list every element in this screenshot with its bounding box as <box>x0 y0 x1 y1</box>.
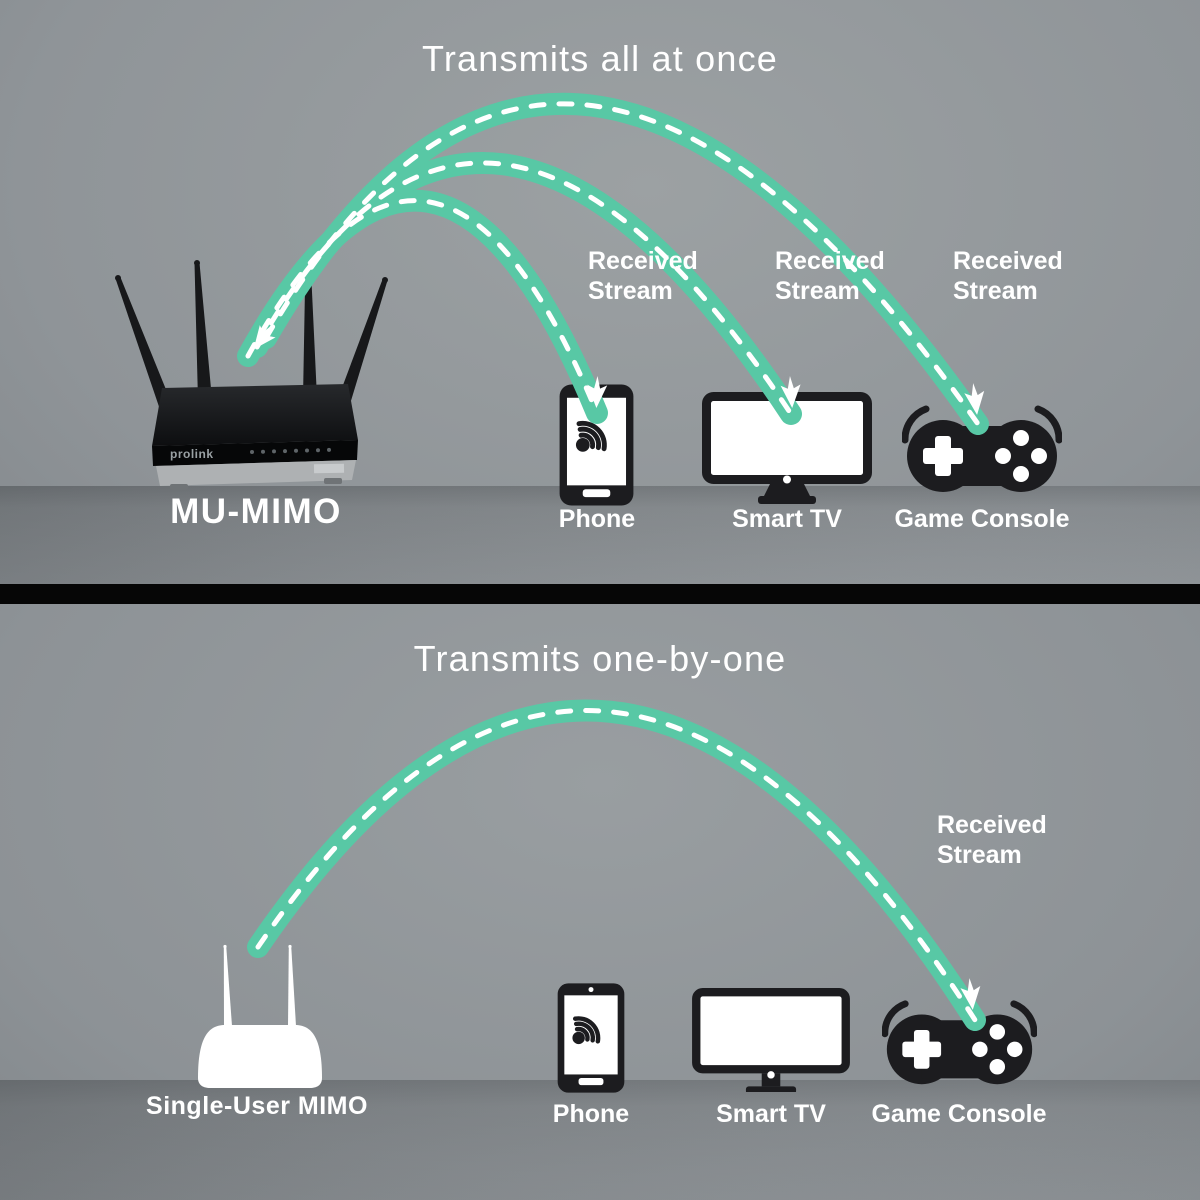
top-panel-title: Transmits all at once <box>422 38 778 79</box>
router-body: prolink <box>152 384 358 490</box>
single-user-router-icon <box>198 944 322 1088</box>
phone-label: Phone <box>552 1100 630 1128</box>
game-console-label: Game Console <box>894 505 1070 533</box>
game-console-label: Game Console <box>871 1100 1047 1128</box>
received-stream-label: Received Stream <box>588 247 698 305</box>
router-brand-text: prolink <box>170 447 214 461</box>
panel-divider <box>0 584 1200 604</box>
single-user-mimo-label: Single-User MIMO <box>146 1092 368 1120</box>
received-stream-label: Received Stream <box>775 247 885 305</box>
game-console-icon <box>882 1000 1037 1085</box>
router-led-icons <box>250 447 331 454</box>
game-console-icon <box>902 405 1062 492</box>
smart-tv-icon <box>702 392 872 504</box>
smart-tv-icon <box>692 988 850 1092</box>
smart-tv-label: Smart TV <box>716 1100 826 1128</box>
smart-tv-label: Smart TV <box>732 505 842 533</box>
single-user-panel-background <box>0 604 1200 1200</box>
mu-mimo-label: MU-MIMO <box>170 492 342 531</box>
phone-label: Phone <box>558 505 636 533</box>
bottom-panel-title: Transmits one-by-one <box>413 638 787 679</box>
phone-icon <box>559 384 634 506</box>
mu-mimo-router-icon: prolink <box>115 258 388 490</box>
phone-icon <box>557 983 625 1093</box>
received-stream-label: Received Stream <box>953 247 1063 305</box>
received-stream-label: Received Stream <box>937 811 1047 869</box>
